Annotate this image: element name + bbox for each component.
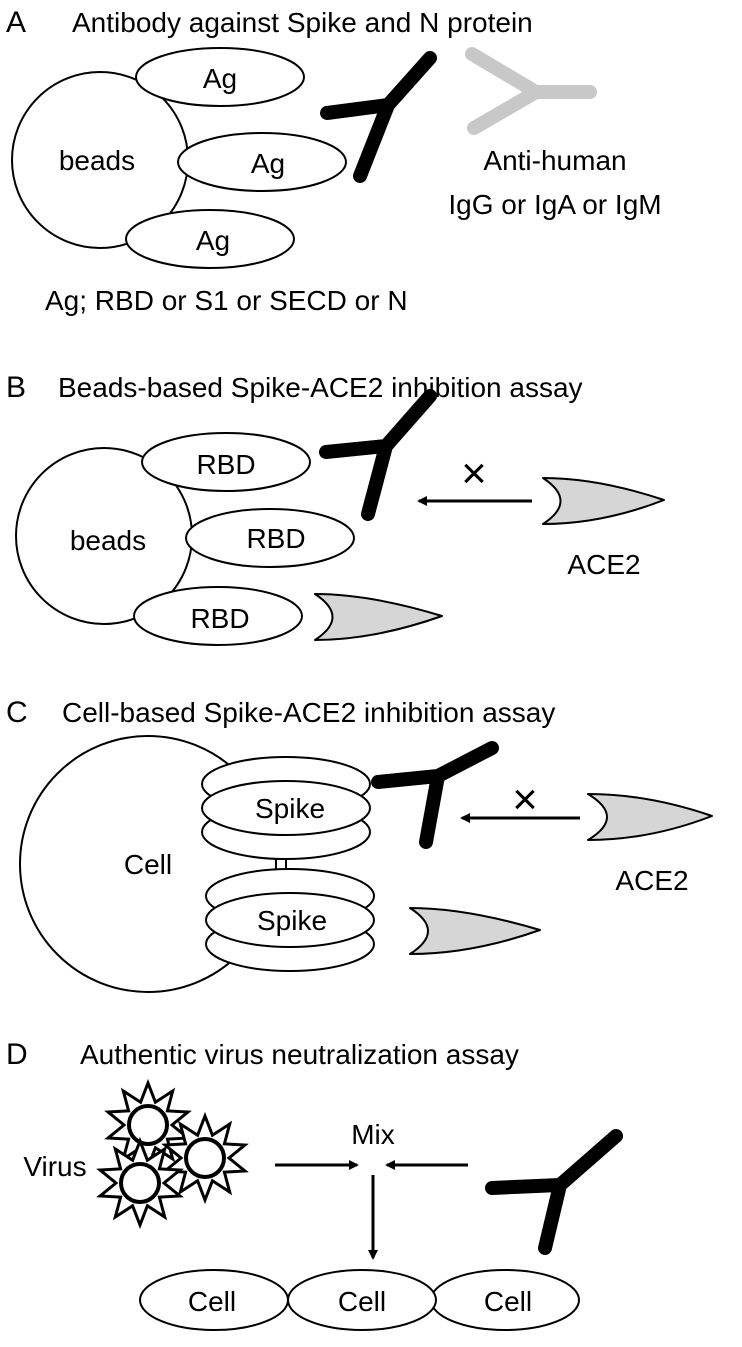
virus-core-icon [119,1162,161,1204]
panel-c-title: Cell-based Spike-ACE2 inhibition assay [62,697,555,728]
panel-c: C Cell-based Spike-ACE2 inhibition assay… [6,696,713,993]
panel-a: A Antibody against Spike and N protein b… [6,6,662,316]
antigen-label-middle: Ag [251,148,285,179]
rbd-label-top: RBD [196,449,255,480]
cell-label-right: Cell [484,1286,532,1317]
rbd-middle [185,508,355,568]
spike-stack-bottom [205,868,375,972]
panel-d: D Authentic virus neutralization assay V… [6,1038,623,1331]
block-x-icon: × [461,449,487,498]
rbd-top [141,432,311,492]
secondary-antibody-label-line2: IgG or IgA or IgM [448,189,661,220]
spike-label-bottom: Spike [257,905,327,936]
secondary-antibody-label-line1: Anti-human [483,145,626,176]
rbd-label-bottom: RBD [190,603,249,634]
block-x-icon: × [512,775,538,824]
secondary-antibody-icon [465,47,597,135]
virus-core-icon [127,1104,169,1146]
antigen-label-top: Ag [203,63,237,94]
panel-d-letter: D [6,1038,28,1071]
cell-label: Cell [124,849,172,880]
antigen-footnote: Ag; RBD or S1 or SECD or N [45,285,408,316]
rbd-label-middle: RBD [246,523,305,554]
antigen-top [135,47,305,107]
virus-label: Virus [23,1151,86,1182]
virus-cluster-icon [96,1078,249,1230]
beads-label: beads [70,525,146,556]
antibody-icon [485,1129,623,1255]
mix-label: Mix [351,1119,395,1150]
primary-antibody-icon [320,51,437,183]
ace2-label: ACE2 [567,549,640,580]
antigen-bottom [125,209,295,269]
cell-label-middle: Cell [338,1286,386,1317]
ace2-bound-icon [409,907,541,955]
spike-label-top: Spike [255,793,325,824]
ace2-receptor-icon [542,477,665,525]
panel-c-letter: C [6,696,28,729]
panel-b-letter: B [6,371,26,404]
antigen-middle [177,132,347,192]
panel-a-letter: A [6,6,26,39]
antibody-icon [319,389,437,521]
panel-b: B Beads-based Spike-ACE2 inhibition assa… [6,371,665,646]
virus-core-icon [184,1137,226,1179]
panel-b-title: Beads-based Spike-ACE2 inhibition assay [58,372,583,403]
rbd-bottom [133,586,303,646]
ace2-bound-icon [314,593,443,641]
panel-d-title: Authentic virus neutralization assay [80,1039,519,1070]
cell-label-left: Cell [188,1286,236,1317]
antibody-icon [371,741,499,849]
beads-label: beads [59,145,135,176]
spike-stack-top [201,756,371,860]
ace2-label: ACE2 [615,865,688,896]
ace2-receptor-icon [587,793,713,841]
antigen-label-bottom: Ag [196,225,230,256]
cell-middle [287,1269,437,1331]
panel-a-title: Antibody against Spike and N protein [72,7,533,38]
